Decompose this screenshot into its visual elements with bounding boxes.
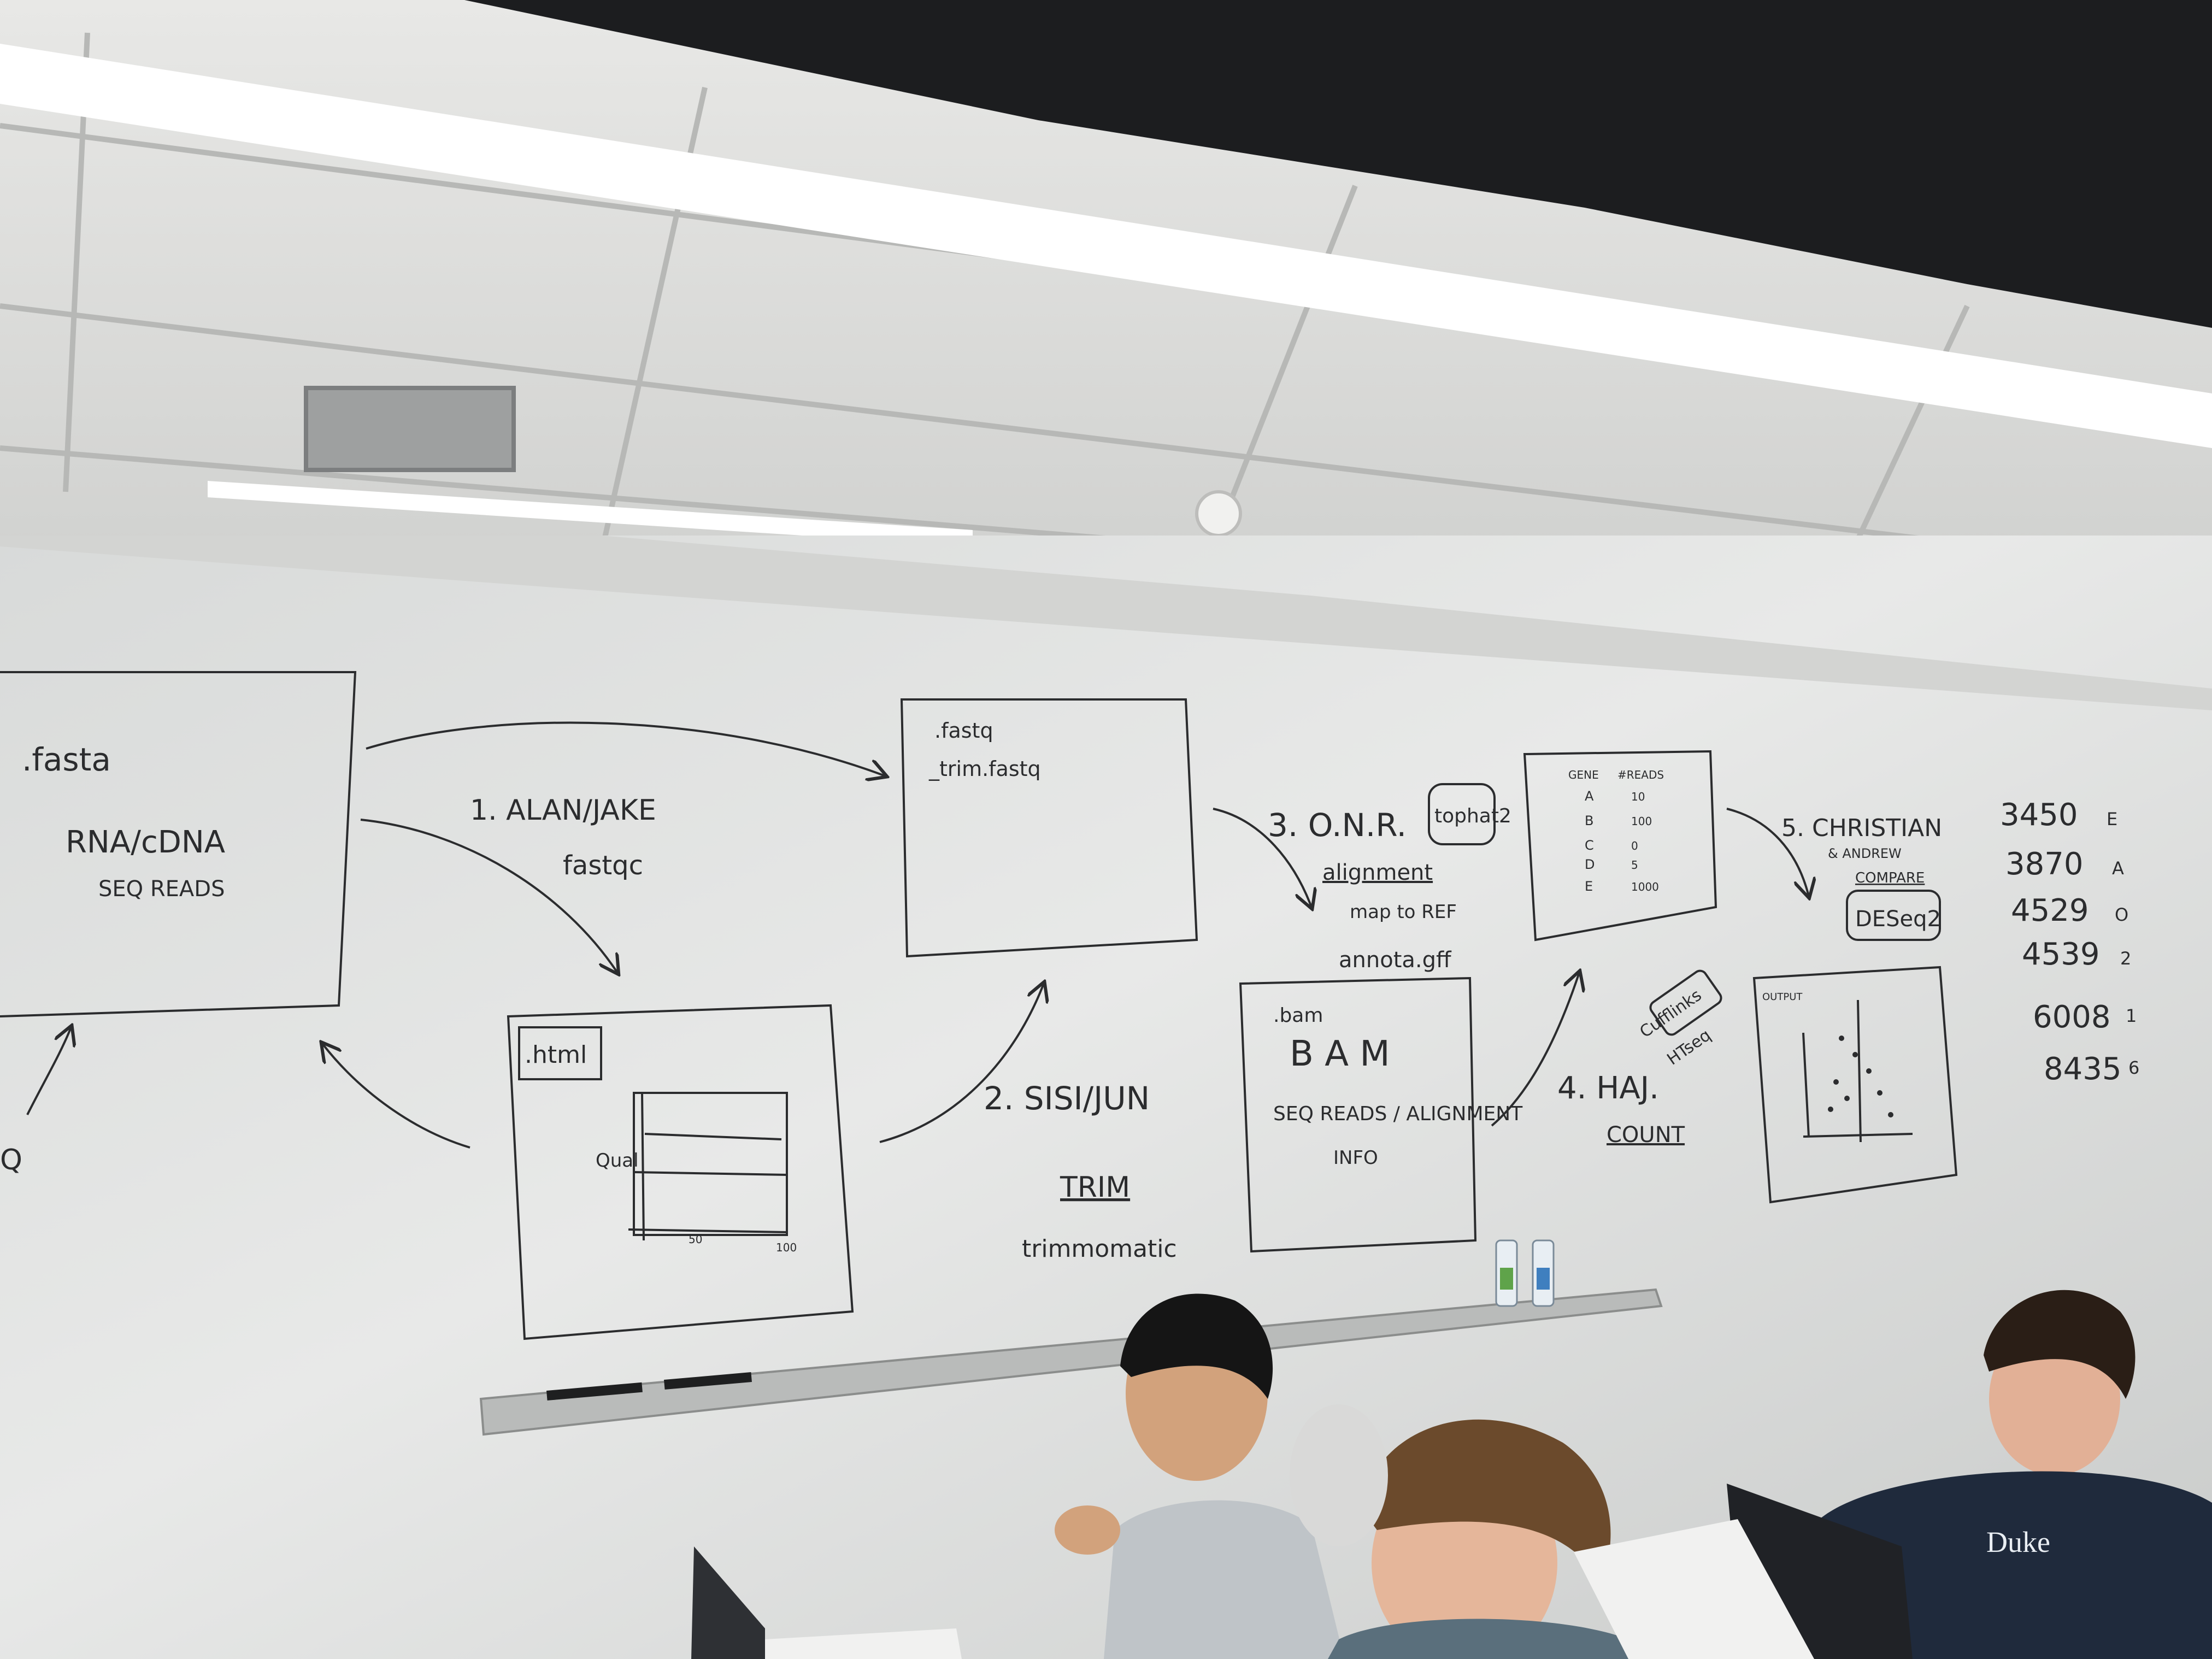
table-reads-b: 100	[1631, 815, 1652, 828]
marker-black	[546, 1382, 643, 1401]
step3-line1: alignment	[1322, 860, 1433, 885]
table-gene-d: D	[1585, 857, 1595, 872]
step2-label: 2. SISI/JUN	[984, 1080, 1150, 1117]
table-reads-e: 1000	[1631, 880, 1659, 893]
spray-bottles	[1495, 1239, 1555, 1307]
step3-line2: map to REF	[1350, 901, 1457, 923]
number-5: 6008	[2033, 999, 2111, 1035]
smoke-detector	[1195, 490, 1242, 537]
number-6: 8435	[2044, 1051, 2122, 1087]
air-vent-left	[304, 386, 516, 472]
source-line1: RNA/cDNA	[66, 825, 225, 860]
step5-label: 5. CHRISTIAN	[1781, 814, 1942, 842]
box-source	[0, 671, 357, 1017]
output-title: OUTPUT	[1762, 991, 1803, 1003]
number-5-mark: 1	[2126, 1005, 2137, 1026]
cufflinks-box	[1649, 969, 1722, 1036]
html-tag-box	[518, 1026, 602, 1080]
edge-fragment: Q	[0, 1144, 22, 1176]
step3-line3: annota.gff	[1339, 948, 1452, 973]
table-gene-b: B	[1585, 813, 1593, 828]
fastq-line1: .fastq	[934, 719, 993, 743]
number-1: 3450	[2000, 797, 2078, 833]
table-gene-e: E	[1585, 879, 1593, 894]
number-6-mark: 6	[2128, 1057, 2139, 1078]
table-col1: GENE	[1568, 768, 1599, 781]
step2-tool: TRIM	[1060, 1171, 1130, 1204]
number-4-mark: 2	[2120, 948, 2131, 969]
sweatshirt-text: Duke	[1986, 1526, 2050, 1558]
marker-black-2	[664, 1372, 752, 1390]
step5-line3: COMPARE	[1855, 870, 1925, 886]
deseq-box	[1846, 890, 1941, 941]
source-line2: SEQ READS	[98, 876, 225, 902]
step1-label: 1. ALAN/JAKE	[470, 794, 656, 827]
box-output	[1752, 966, 1958, 1204]
box-html	[507, 1004, 854, 1340]
whiteboard-boxes	[0, 671, 1958, 1340]
ceiling-light-strip	[0, 44, 2212, 448]
table-gene-c: C	[1585, 838, 1594, 853]
html-x-tick-2: 100	[776, 1241, 797, 1254]
students: Duke	[691, 1290, 2212, 1659]
html-y-label: Qual	[596, 1150, 639, 1172]
bam-line2: INFO	[1333, 1147, 1378, 1169]
number-3: 4529	[2011, 893, 2089, 928]
marker-tray	[479, 1288, 1663, 1436]
number-3-mark: O	[2115, 904, 2128, 925]
number-2: 3870	[2005, 846, 2084, 882]
table-gene-a: A	[1585, 789, 1594, 804]
whiteboard-arrows	[26, 721, 1809, 1149]
bam-big: B A M	[1290, 1034, 1390, 1074]
open-ceiling-gap	[464, 0, 2212, 328]
box-table	[1523, 750, 1717, 942]
step5-line2: & ANDREW	[1828, 846, 1902, 861]
step3-tool: tophat2	[1434, 805, 1511, 827]
bam-title: .bam	[1273, 1004, 1323, 1027]
chair-back	[1290, 1404, 1388, 1546]
step3-label: 3. O.N.R.	[1268, 807, 1407, 844]
step2-tool-name: trimmomatic	[1022, 1235, 1177, 1263]
number-4: 4539	[2022, 937, 2100, 972]
number-1-mark: E	[2107, 809, 2117, 829]
table-reads-a: 10	[1631, 790, 1645, 803]
table-col2: #READS	[1617, 768, 1664, 781]
bam-line1: SEQ READS / ALIGNMENT	[1273, 1103, 1523, 1125]
html-x-tick-1: 50	[689, 1233, 702, 1246]
table-reads-c: 0	[1631, 839, 1638, 852]
box-fastq	[900, 698, 1198, 958]
step4-label: 4. HAJ.	[1557, 1070, 1659, 1106]
laptop-left	[691, 1546, 765, 1659]
step4-action: COUNT	[1607, 1122, 1685, 1148]
whiteboard	[0, 536, 2212, 1659]
step5-tool: DESeq2	[1855, 907, 1941, 932]
ceiling-light-small	[208, 481, 973, 546]
step1-tool: fastqc	[563, 850, 643, 881]
number-2-mark: A	[2112, 858, 2124, 879]
fastq-line2: _trim.fastq	[928, 757, 1041, 781]
ceiling	[0, 0, 2212, 657]
html-title: .html	[525, 1041, 587, 1069]
table-surface	[1574, 1519, 1814, 1659]
box-bam	[1239, 976, 1477, 1253]
output-scatter	[1828, 1036, 1893, 1117]
source-title: .fasta	[22, 741, 111, 778]
table-reads-d: 5	[1631, 858, 1638, 872]
tophat-box	[1428, 783, 1496, 845]
